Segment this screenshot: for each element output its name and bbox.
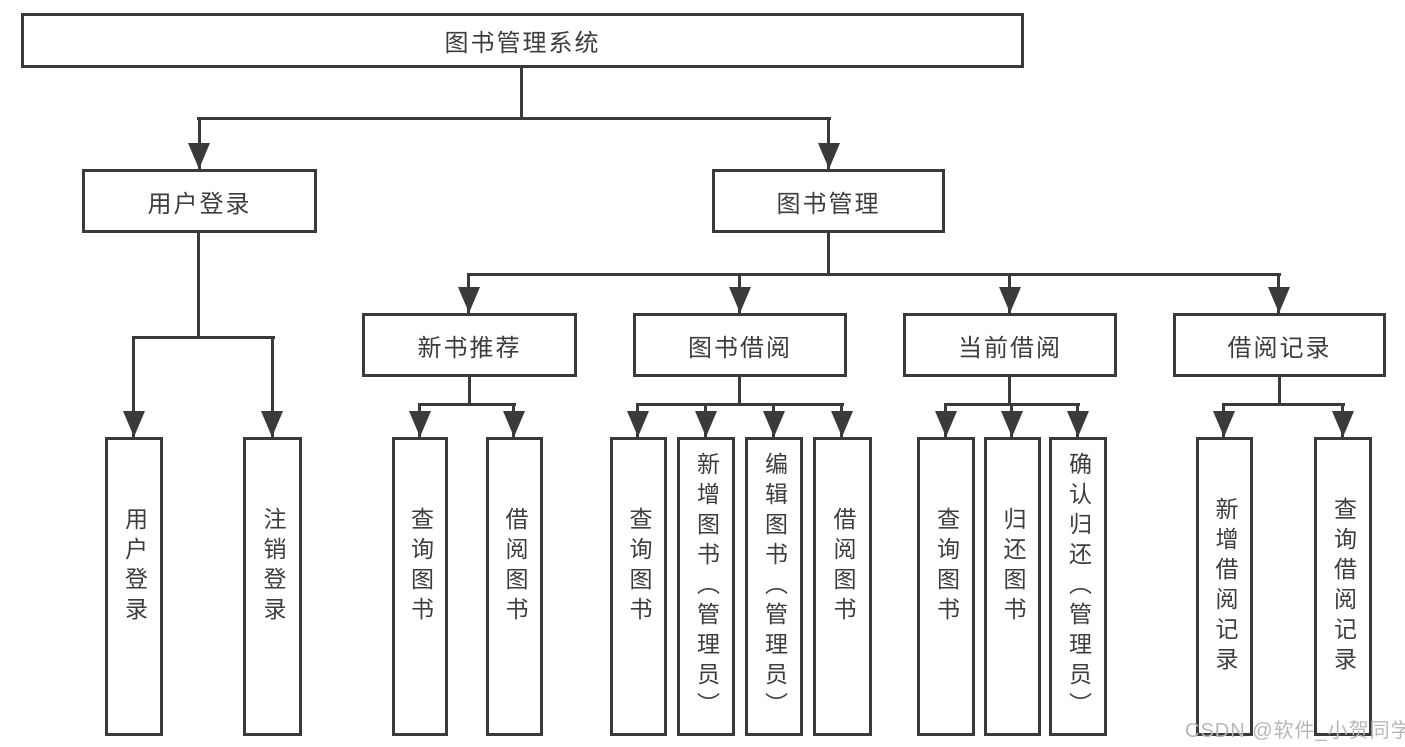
node-label: 用户登录 [147, 190, 252, 218]
arrow-down-icon [999, 287, 1021, 313]
connector-current-drop [1008, 377, 1011, 403]
arrow-down-icon [1067, 411, 1089, 437]
node-label: 新书推荐 [417, 334, 522, 362]
leaf-add-borrow-record: 新增借阅记录 [1196, 437, 1253, 736]
leaf-label: 确认归还（管理员） [1065, 451, 1092, 722]
arrow-down-icon [818, 143, 840, 169]
arrow-down-icon [409, 411, 431, 437]
leaf-label: 新增借阅记录 [1212, 496, 1238, 677]
leaf-query-borrow-record: 查询借阅记录 [1314, 437, 1372, 736]
leaf-query-book-borrow: 查询图书 [610, 437, 667, 736]
connector-level2-rail [467, 273, 1281, 276]
connector-stem [271, 336, 274, 437]
leaf-label: 查询图书 [933, 506, 960, 627]
leaf-query-book-current: 查询图书 [917, 437, 975, 736]
connector-borrow-drop [738, 377, 741, 403]
node-label: 图书管理 [776, 190, 881, 218]
node-root: 图书管理系统 [21, 13, 1024, 68]
arrow-down-icon [123, 411, 145, 437]
connector-borrow-rail [637, 403, 844, 406]
leaf-return-book: 归还图书 [984, 437, 1041, 736]
connector-bookmgmt-drop [827, 233, 830, 273]
connector-level1-rail [197, 117, 831, 120]
leaf-label: 编辑图书（管理员） [761, 451, 788, 722]
leaf-borrow-book-newbook: 借阅图书 [486, 437, 543, 736]
arrow-down-icon [935, 411, 957, 437]
connector-stem [132, 336, 135, 437]
node-label: 图书借阅 [688, 334, 792, 362]
leaf-confirm-return-admin: 确认归还（管理员） [1049, 437, 1107, 736]
arrow-down-icon [261, 411, 283, 437]
connector-newbook-rail [418, 403, 516, 406]
arrow-down-icon [1213, 411, 1235, 437]
connector-newbook-drop [468, 377, 471, 403]
leaf-user-login: 用户登录 [105, 437, 163, 736]
arrow-down-icon [1268, 287, 1290, 313]
arrow-down-icon [627, 411, 649, 437]
leaf-label: 借阅图书 [830, 506, 856, 627]
leaf-label: 新增图书（管理员） [693, 451, 720, 722]
arrow-down-icon [831, 411, 853, 437]
connector-userlogin-drop [197, 233, 200, 336]
leaf-query-book-newbook: 查询图书 [392, 437, 448, 736]
arrow-down-icon [1001, 411, 1023, 437]
connector-records-rail [1222, 403, 1345, 406]
arrow-down-icon [188, 143, 210, 169]
arrow-down-icon [1332, 411, 1354, 437]
connector-records-drop [1278, 377, 1281, 403]
connector-root-drop [520, 68, 523, 117]
node-book-management: 图书管理 [712, 169, 945, 233]
node-label: 借阅记录 [1227, 334, 1332, 362]
node-user-login: 用户登录 [82, 169, 317, 233]
leaf-label: 用户登录 [121, 506, 148, 627]
node-current-borrow: 当前借阅 [903, 313, 1117, 377]
leaf-label: 归还图书 [1000, 506, 1026, 627]
node-label: 图书管理系统 [444, 30, 601, 57]
arrow-down-icon [729, 287, 751, 313]
node-label: 当前借阅 [958, 334, 1062, 362]
node-book-borrow: 图书借阅 [633, 313, 847, 377]
leaf-label: 查询图书 [407, 506, 434, 627]
node-borrow-records: 借阅记录 [1173, 313, 1386, 377]
connector-userlogin-rail [132, 336, 275, 339]
arrow-down-icon [458, 287, 480, 313]
leaf-edit-book-admin: 编辑图书（管理员） [745, 437, 803, 736]
arrow-down-icon [763, 411, 785, 437]
leaf-label: 借阅图书 [502, 506, 528, 627]
leaf-logout-login: 注销登录 [243, 437, 302, 736]
leaf-label: 查询借阅记录 [1330, 496, 1357, 677]
arrow-down-icon [695, 411, 717, 437]
leaf-label: 注销登录 [260, 506, 286, 627]
leaf-borrow-book-borrow: 借阅图书 [813, 437, 872, 736]
leaf-label: 查询图书 [626, 506, 652, 627]
arrow-down-icon [503, 411, 525, 437]
watermark-text: CSDN @软件_小贺同学 [1185, 720, 1405, 742]
leaf-add-book-admin: 新增图书（管理员） [677, 437, 735, 736]
node-new-book-recommend: 新书推荐 [362, 313, 577, 377]
